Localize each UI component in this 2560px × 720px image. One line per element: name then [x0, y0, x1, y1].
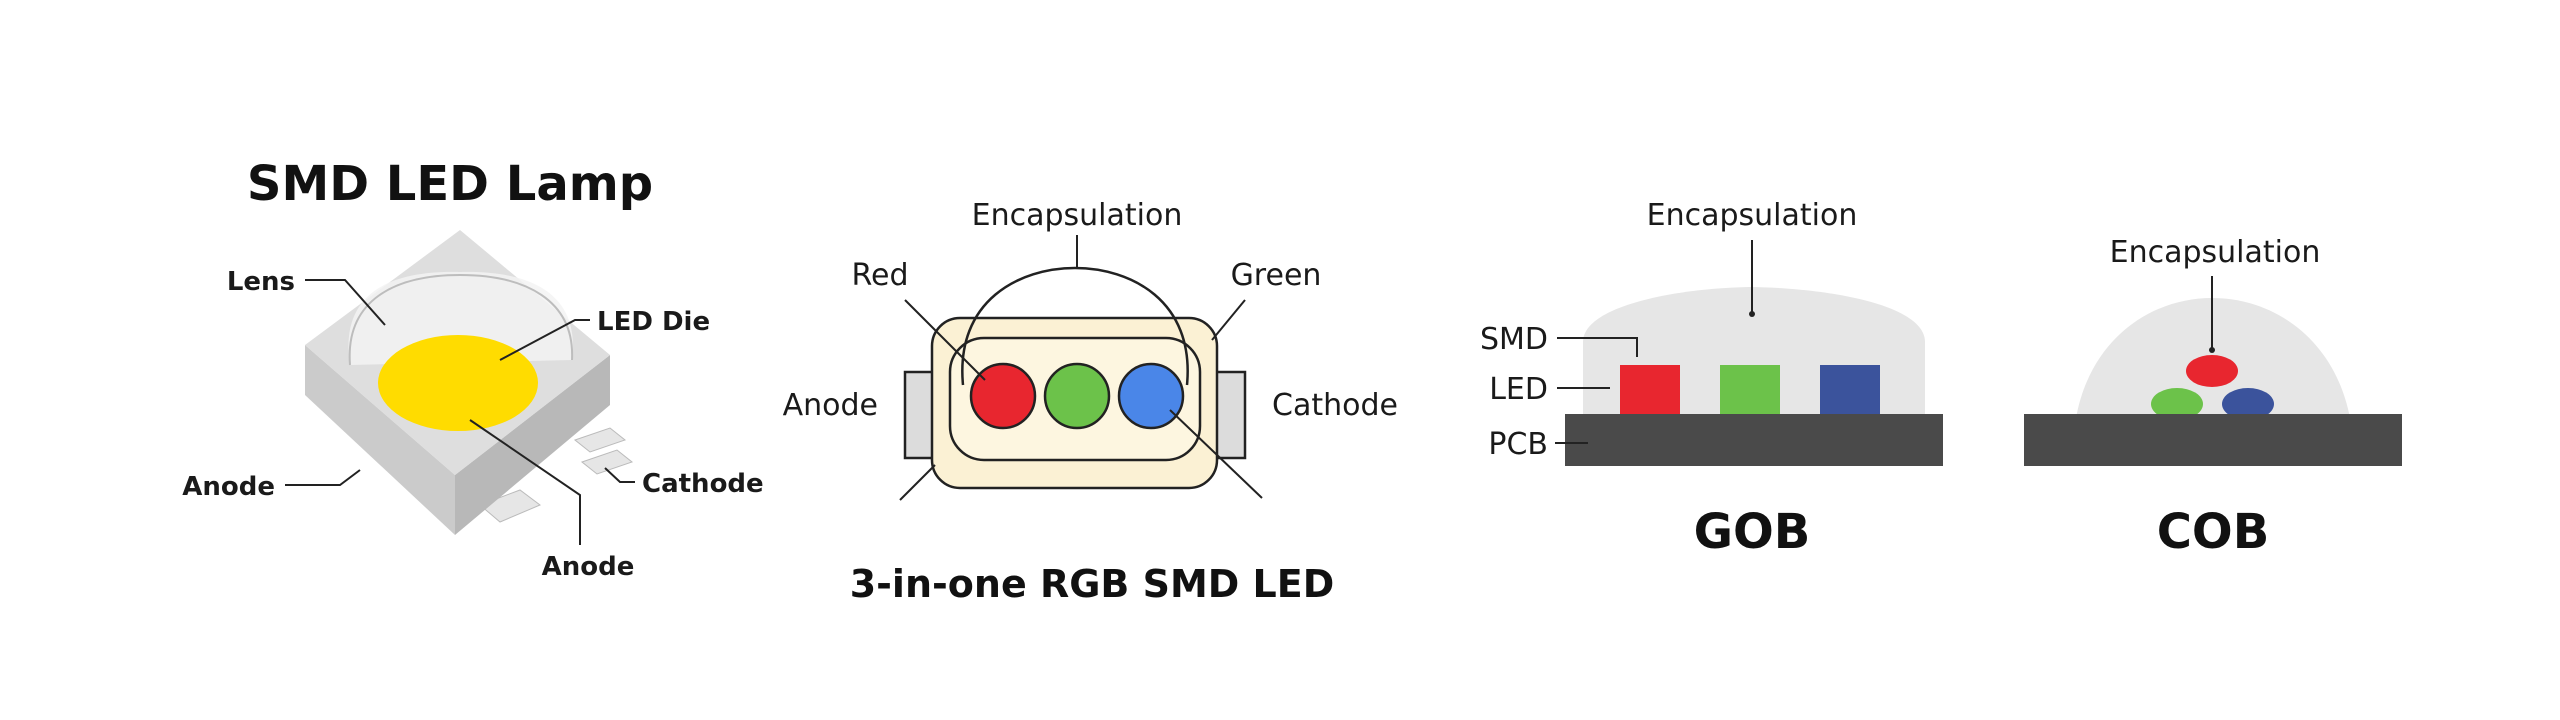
- anode-bottom-label: Anode: [542, 552, 635, 582]
- rgb-anode-label: Anode: [783, 388, 878, 423]
- gob-encapsulation-label: Encapsulation: [1647, 198, 1858, 233]
- gob-encapsulation-dot: [1749, 311, 1755, 317]
- cob-red-led: [2186, 355, 2238, 387]
- red-leader: [904, 299, 986, 381]
- lens-dome: [348, 271, 574, 365]
- anode-bottom-leader: [469, 419, 581, 545]
- cathode-pad-lower: [580, 449, 634, 475]
- led-die: [378, 335, 538, 431]
- rgb-encapsulation-dome: [961, 266, 1189, 386]
- cathode-label: Cathode: [642, 469, 764, 499]
- lamp-body-left-side: [305, 345, 455, 535]
- green-leader: [1211, 299, 1246, 341]
- red-label: Red: [852, 258, 909, 293]
- lamp-body-right-side: [455, 355, 610, 535]
- red-led: [969, 362, 1037, 430]
- smd-lamp-title: SMD LED Lamp: [247, 156, 653, 212]
- cathode-pad-upper: [573, 427, 627, 453]
- anode-pad: [479, 489, 541, 523]
- led-die-label: LED Die: [597, 307, 710, 337]
- cob-green-led: [2151, 388, 2203, 420]
- rgb-encapsulation-label: Encapsulation: [972, 198, 1183, 233]
- anode-left-leader: [285, 469, 361, 486]
- gob-smd-label: SMD: [1480, 322, 1548, 357]
- rgb-smd-title: 3-in-one RGB SMD LED: [850, 562, 1335, 606]
- blue-led: [1117, 362, 1185, 430]
- smd-led-lamp: SMD LED Lamp Lens LED Die Anode Cathode …: [182, 156, 763, 582]
- lens-label: Lens: [227, 267, 295, 297]
- rgb-cathode-label: Cathode: [1272, 388, 1398, 423]
- gob-led-label: LED: [1489, 372, 1548, 407]
- gob-pcb: [1565, 414, 1943, 466]
- cob-package: Encapsulation COB: [2024, 235, 2402, 560]
- cathode-leader-rgb: [1169, 409, 1263, 499]
- green-led: [1043, 362, 1111, 430]
- green-label: Green: [1231, 258, 1322, 293]
- gob-package: Encapsulation SMD LED PCB GOB: [1480, 198, 1943, 560]
- rgb-smd-led: Encapsulation Red Green Anode Cathode 3-…: [783, 198, 1398, 606]
- cob-blue-led: [2222, 388, 2274, 420]
- anode-left-label: Anode: [182, 472, 275, 502]
- cathode-leader: [604, 467, 635, 483]
- gob-green-led: [1720, 365, 1780, 415]
- lens-leader: [305, 279, 386, 326]
- cob-pcb: [2024, 414, 2402, 466]
- lens-outline: [348, 273, 574, 366]
- cob-encapsulation-label: Encapsulation: [2110, 235, 2321, 270]
- gob-blue-led: [1820, 365, 1880, 415]
- gob-title: GOB: [1694, 504, 1811, 560]
- gob-smd-leader: [1557, 337, 1638, 357]
- gob-red-led: [1620, 365, 1680, 415]
- cob-title: COB: [2157, 504, 2270, 560]
- cob-encapsulation-dot: [2209, 347, 2215, 353]
- gob-pcb-label: PCB: [1488, 427, 1548, 462]
- led-die-leader: [499, 319, 590, 361]
- anode-leader-rgb: [899, 464, 936, 501]
